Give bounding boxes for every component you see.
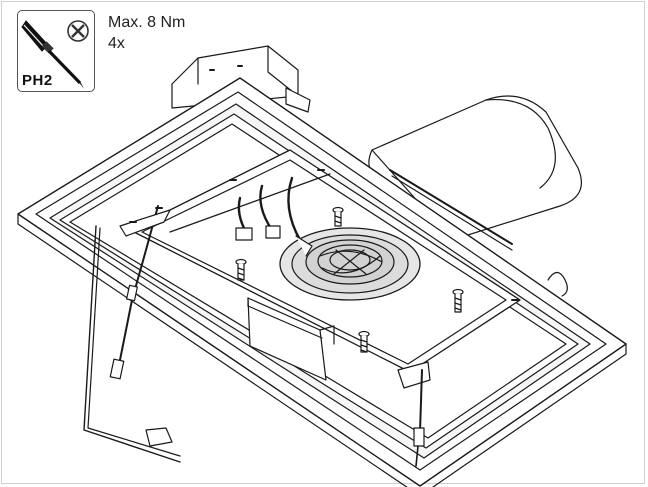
phillips-head-icon [67, 20, 89, 42]
torque-spec: Max. 8 Nm 4x [108, 12, 185, 54]
screw-2 [332, 206, 344, 227]
screws [235, 206, 464, 353]
cables [235, 176, 313, 257]
cooling-fan [279, 227, 421, 301]
left-safety-cable [83, 205, 181, 463]
driver-housing [171, 45, 311, 113]
screw-quantity: 4x [108, 35, 125, 52]
phillips-screwdriver-icon [21, 20, 84, 89]
screw-4 [358, 330, 370, 353]
frame-fasteners [129, 169, 519, 301]
tool-spec-box: PH2 [17, 10, 95, 92]
screw-3 [452, 288, 464, 313]
bit-size-label: PH2 [22, 72, 53, 89]
junction-box [247, 297, 335, 381]
screw-1 [235, 258, 247, 281]
cylinder-driver [368, 95, 582, 251]
spring-clip [547, 271, 568, 297]
right-hanger-clip [397, 361, 431, 467]
torque-value: Max. 8 Nm [108, 14, 186, 31]
